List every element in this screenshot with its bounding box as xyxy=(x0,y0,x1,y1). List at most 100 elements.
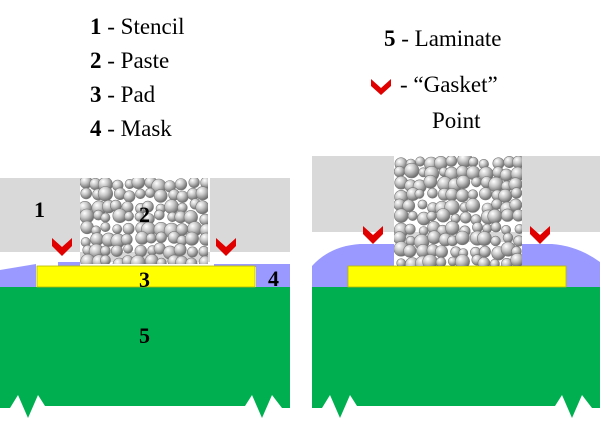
paste-particle xyxy=(456,175,471,190)
paste-particle xyxy=(112,224,123,234)
callout-paste: 2 xyxy=(139,202,150,227)
legend-item-mask: 4 - Mask xyxy=(90,116,172,141)
stencil-right xyxy=(312,156,600,242)
legend-item-gasket: - “Gasket” xyxy=(370,72,498,98)
callout-pad: 3 xyxy=(139,267,150,292)
paste-particle xyxy=(394,165,406,178)
paste-particle xyxy=(404,223,416,235)
paste-particle xyxy=(97,186,113,202)
laminate-left xyxy=(0,287,290,418)
paste-particle xyxy=(402,199,416,213)
paste-particle xyxy=(445,220,460,236)
mask-right-side xyxy=(214,264,290,287)
paste-particle xyxy=(145,232,157,244)
paste-particle xyxy=(499,168,513,182)
paste-particle xyxy=(513,235,522,247)
legend-item-stencil: 1 - Stencil xyxy=(90,14,185,39)
paste-particle xyxy=(198,246,208,257)
paste-particle xyxy=(100,212,111,223)
gasket-marker-icon xyxy=(216,238,236,256)
paste-particle xyxy=(490,235,501,247)
paste-particle xyxy=(434,245,448,259)
paste-particle xyxy=(489,258,500,266)
paste-particle xyxy=(459,211,472,224)
mask-right-panel xyxy=(312,244,394,287)
left-panel: 1 2 3 4 5 xyxy=(0,178,290,418)
legend-item-paste: 2 - Paste xyxy=(90,48,170,73)
paste-particle xyxy=(173,243,187,257)
paste-particle xyxy=(468,156,479,167)
paste-particle xyxy=(455,188,470,203)
paste-particle xyxy=(426,211,437,222)
paste-particle xyxy=(414,188,425,199)
paste-particle xyxy=(123,190,136,203)
pad-right xyxy=(347,265,567,288)
gasket-marker-icon xyxy=(363,226,383,244)
gasket-marker-icon xyxy=(52,238,72,256)
paste-particle xyxy=(500,208,515,222)
paste-particle xyxy=(164,199,179,215)
paste-particle xyxy=(100,245,111,257)
paste-particle xyxy=(487,208,503,224)
legend-item-pad: 3 - Pad xyxy=(90,82,156,107)
paste-left xyxy=(80,178,208,264)
paste-particle xyxy=(510,252,522,266)
paste-particle xyxy=(131,178,146,190)
paste-particle xyxy=(423,174,438,189)
paste-particle xyxy=(454,254,470,266)
paste-particle xyxy=(394,208,409,223)
paste-right xyxy=(394,156,522,266)
paste-particle xyxy=(445,156,458,167)
paste-particle xyxy=(490,221,502,233)
paste-particle xyxy=(465,198,481,213)
laminate-right xyxy=(312,287,600,418)
legend-gasket-point-label: Point xyxy=(432,108,481,133)
paste-particle xyxy=(185,257,198,264)
paste-particle xyxy=(509,198,522,212)
paste-particle xyxy=(455,230,470,246)
paste-particle xyxy=(100,254,111,264)
paste-particle xyxy=(403,162,420,179)
gasket-marker-icon xyxy=(530,226,550,244)
callout-mask: 4 xyxy=(268,266,279,291)
paste-particle xyxy=(195,200,208,215)
paste-particle xyxy=(123,243,134,254)
paste-particle xyxy=(427,187,438,199)
paste-particle xyxy=(435,256,447,266)
paste-particle xyxy=(110,244,123,257)
paste-particle xyxy=(479,245,491,258)
paste-particle xyxy=(141,200,154,213)
paste-particle xyxy=(155,231,167,244)
paste-particle xyxy=(123,211,134,222)
paste-particle xyxy=(145,187,156,198)
paste-particle xyxy=(478,187,492,201)
mask-right-panel-2 xyxy=(522,244,600,287)
paste-particle xyxy=(199,232,208,246)
gasket-marker-icon xyxy=(371,79,391,95)
legend-left: 1 - Stencil 2 - Paste 3 - Pad 4 - Mask xyxy=(90,10,185,146)
paste-particle xyxy=(502,232,514,244)
paste-particle xyxy=(187,246,199,258)
paste-particle xyxy=(427,230,442,245)
paste-particle xyxy=(80,187,92,200)
callout-laminate: 5 xyxy=(139,323,150,348)
paste-particle xyxy=(154,209,165,221)
paste-particle xyxy=(184,231,199,246)
paste-particle xyxy=(436,208,451,223)
paste-particle xyxy=(407,210,418,221)
pad-left xyxy=(36,265,256,288)
paste-particle xyxy=(122,222,135,235)
paste-particle xyxy=(135,188,146,200)
paste-particle xyxy=(100,222,111,233)
mask-left xyxy=(0,264,36,287)
paste-particle xyxy=(514,224,522,234)
paste-particle xyxy=(510,187,522,199)
paste-particle xyxy=(415,156,426,167)
legend-item-laminate: 5 - Laminate xyxy=(384,26,502,51)
right-panel xyxy=(312,156,600,418)
paste-particle xyxy=(156,257,167,264)
paste-particle xyxy=(471,176,482,188)
paste-particle xyxy=(144,254,159,264)
paste-particle xyxy=(199,213,208,226)
